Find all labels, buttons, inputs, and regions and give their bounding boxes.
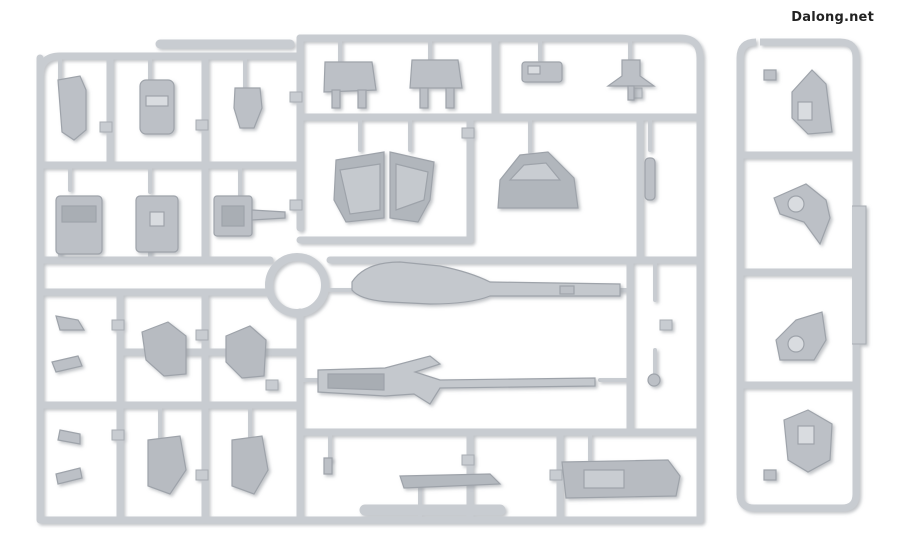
watermark-text: Dalong.net — [791, 10, 874, 25]
side-sprue — [736, 38, 867, 512]
main-sprue — [36, 34, 704, 524]
main-sprue-parts — [51, 59, 681, 499]
